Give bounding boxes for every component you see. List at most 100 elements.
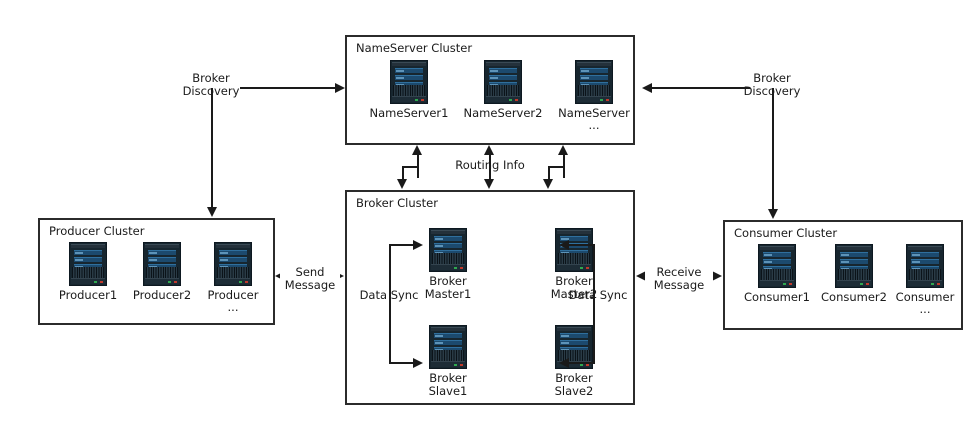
server-icon bbox=[484, 60, 522, 104]
send-message-line1: Send bbox=[295, 265, 325, 279]
node-label: NameServer2 bbox=[463, 106, 543, 120]
node-label-ellipsis: ... bbox=[227, 300, 239, 314]
node-label-ellipsis: ... bbox=[588, 118, 600, 132]
cluster-broker[interactable]: Broker Cluster Broker Master1 bbox=[345, 190, 635, 405]
node-nameserver1[interactable]: NameServer1 bbox=[369, 60, 449, 120]
data-sync-right-arm-top bbox=[569, 244, 595, 246]
node-label: Broker Slave2 bbox=[539, 372, 609, 398]
node-label-ellipsis: ... bbox=[919, 302, 931, 316]
server-icon bbox=[390, 60, 428, 104]
cluster-consumer-title: Consumer Cluster bbox=[734, 226, 838, 240]
node-label-line1: Broker bbox=[429, 274, 467, 288]
node-label: Consumer ... bbox=[887, 291, 963, 315]
data-sync-right-label: Data Sync bbox=[568, 288, 628, 302]
receive-message-line1: Receive bbox=[656, 265, 702, 279]
node-label: NameServer1 bbox=[369, 106, 449, 120]
node-label-line1: Broker bbox=[429, 371, 467, 385]
node-label: Consumer1 bbox=[744, 290, 810, 304]
broker-discovery-right-label: Broker Discovery bbox=[722, 72, 822, 98]
receive-message-arrow-left bbox=[636, 271, 646, 281]
cluster-nameserver-title: NameServer Cluster bbox=[356, 41, 473, 55]
broker-discovery-right-arrowhead bbox=[642, 83, 652, 93]
data-sync-left-label: Data Sync bbox=[359, 288, 419, 302]
node-broker-slave1[interactable]: Broker Slave1 bbox=[413, 325, 483, 398]
data-sync-right-arrow-top bbox=[559, 240, 569, 250]
node-consumer1[interactable]: Consumer1 bbox=[739, 244, 815, 304]
broker-discovery-left-vline bbox=[211, 88, 213, 208]
receive-message-label: Receive Message bbox=[645, 266, 713, 292]
routing-info-label: Routing Info bbox=[455, 158, 525, 172]
node-label-text: Consumer bbox=[895, 290, 955, 304]
broker-discovery-left-hline bbox=[240, 87, 336, 89]
node-label: Broker Slave1 bbox=[413, 372, 483, 398]
broker-discovery-right-hline bbox=[652, 87, 750, 89]
send-message-line2: Message bbox=[284, 278, 336, 292]
node-label-text: Producer bbox=[207, 288, 259, 302]
data-sync-left-arm-top bbox=[389, 244, 414, 246]
data-sync-left-arrow-bottom bbox=[413, 358, 423, 368]
data-sync-right-spine bbox=[593, 244, 595, 364]
node-consumer-more[interactable]: Consumer ... bbox=[887, 244, 963, 315]
node-label-line2: Master2 bbox=[550, 287, 598, 301]
receive-message-arrow-right bbox=[712, 271, 722, 281]
server-icon bbox=[758, 244, 796, 288]
data-sync-left-arrow-top bbox=[413, 240, 423, 250]
broker-discovery-left-line2: Discovery bbox=[182, 84, 240, 98]
routing-right-jog bbox=[548, 166, 565, 168]
node-nameserver-more[interactable]: NameServer ... bbox=[554, 60, 634, 131]
data-sync-right-arrow-bottom bbox=[559, 358, 569, 368]
broker-discovery-right-line2: Discovery bbox=[743, 84, 801, 98]
cluster-producer[interactable]: Producer Cluster Producer1 Producer2 bbox=[38, 218, 275, 325]
routing-middle-line bbox=[489, 155, 491, 180]
node-label-line2: Slave2 bbox=[554, 384, 594, 398]
node-label: Broker Master2 bbox=[539, 275, 609, 301]
node-nameserver2[interactable]: NameServer2 bbox=[463, 60, 543, 120]
broker-discovery-right-vline bbox=[772, 88, 774, 210]
server-icon bbox=[575, 60, 613, 104]
cluster-consumer[interactable]: Consumer Cluster Consumer1 Consumer2 bbox=[723, 220, 963, 330]
node-label: NameServer ... bbox=[554, 107, 634, 131]
server-icon bbox=[143, 242, 181, 286]
node-producer2[interactable]: Producer2 bbox=[126, 242, 198, 302]
routing-left-leg-down bbox=[402, 166, 404, 180]
server-icon bbox=[555, 228, 593, 272]
node-label: Broker Master1 bbox=[413, 275, 483, 301]
node-label: Producer2 bbox=[132, 288, 192, 302]
node-producer1[interactable]: Producer1 bbox=[52, 242, 124, 302]
broker-discovery-left-arrow-down bbox=[207, 207, 217, 217]
node-label-text: NameServer bbox=[558, 106, 630, 120]
node-label-line2: Slave1 bbox=[428, 384, 468, 398]
server-icon bbox=[429, 228, 467, 272]
broker-discovery-right-line1: Broker bbox=[753, 71, 791, 85]
cluster-broker-title: Broker Cluster bbox=[356, 196, 438, 210]
server-icon bbox=[69, 242, 107, 286]
node-label: Consumer2 bbox=[821, 290, 887, 304]
broker-discovery-left-line1: Broker bbox=[192, 71, 230, 85]
broker-discovery-left-label: Broker Discovery bbox=[161, 72, 261, 98]
routing-right-leg-down bbox=[548, 166, 550, 180]
routing-right-arrow-down bbox=[543, 179, 553, 189]
server-icon bbox=[835, 244, 873, 288]
server-icon bbox=[429, 325, 467, 369]
routing-middle-arrow-up bbox=[484, 145, 494, 155]
node-label: Producer ... bbox=[197, 289, 269, 313]
data-sync-left-arm-bottom bbox=[389, 362, 414, 364]
send-message-label: Send Message bbox=[280, 266, 340, 292]
server-icon bbox=[214, 242, 252, 286]
broker-discovery-left-arrowhead bbox=[335, 83, 345, 93]
node-label: Producer1 bbox=[58, 288, 118, 302]
data-sync-right-arm-bottom bbox=[569, 362, 595, 364]
broker-discovery-right-arrow-down bbox=[768, 209, 778, 219]
server-icon bbox=[906, 244, 944, 288]
node-consumer2[interactable]: Consumer2 bbox=[816, 244, 892, 304]
routing-right-arrow-up bbox=[558, 145, 568, 155]
routing-left-arrow-down bbox=[397, 179, 407, 189]
node-label-line1: Broker bbox=[555, 274, 593, 288]
cluster-nameserver[interactable]: NameServer Cluster NameServer1 NameServe… bbox=[345, 35, 635, 145]
node-broker-master2[interactable]: Broker Master2 bbox=[539, 228, 609, 301]
routing-left-arrow-up bbox=[412, 145, 422, 155]
node-producer-more[interactable]: Producer ... bbox=[197, 242, 269, 313]
node-broker-master1[interactable]: Broker Master1 bbox=[413, 228, 483, 301]
node-label-line2: Master1 bbox=[424, 287, 472, 301]
